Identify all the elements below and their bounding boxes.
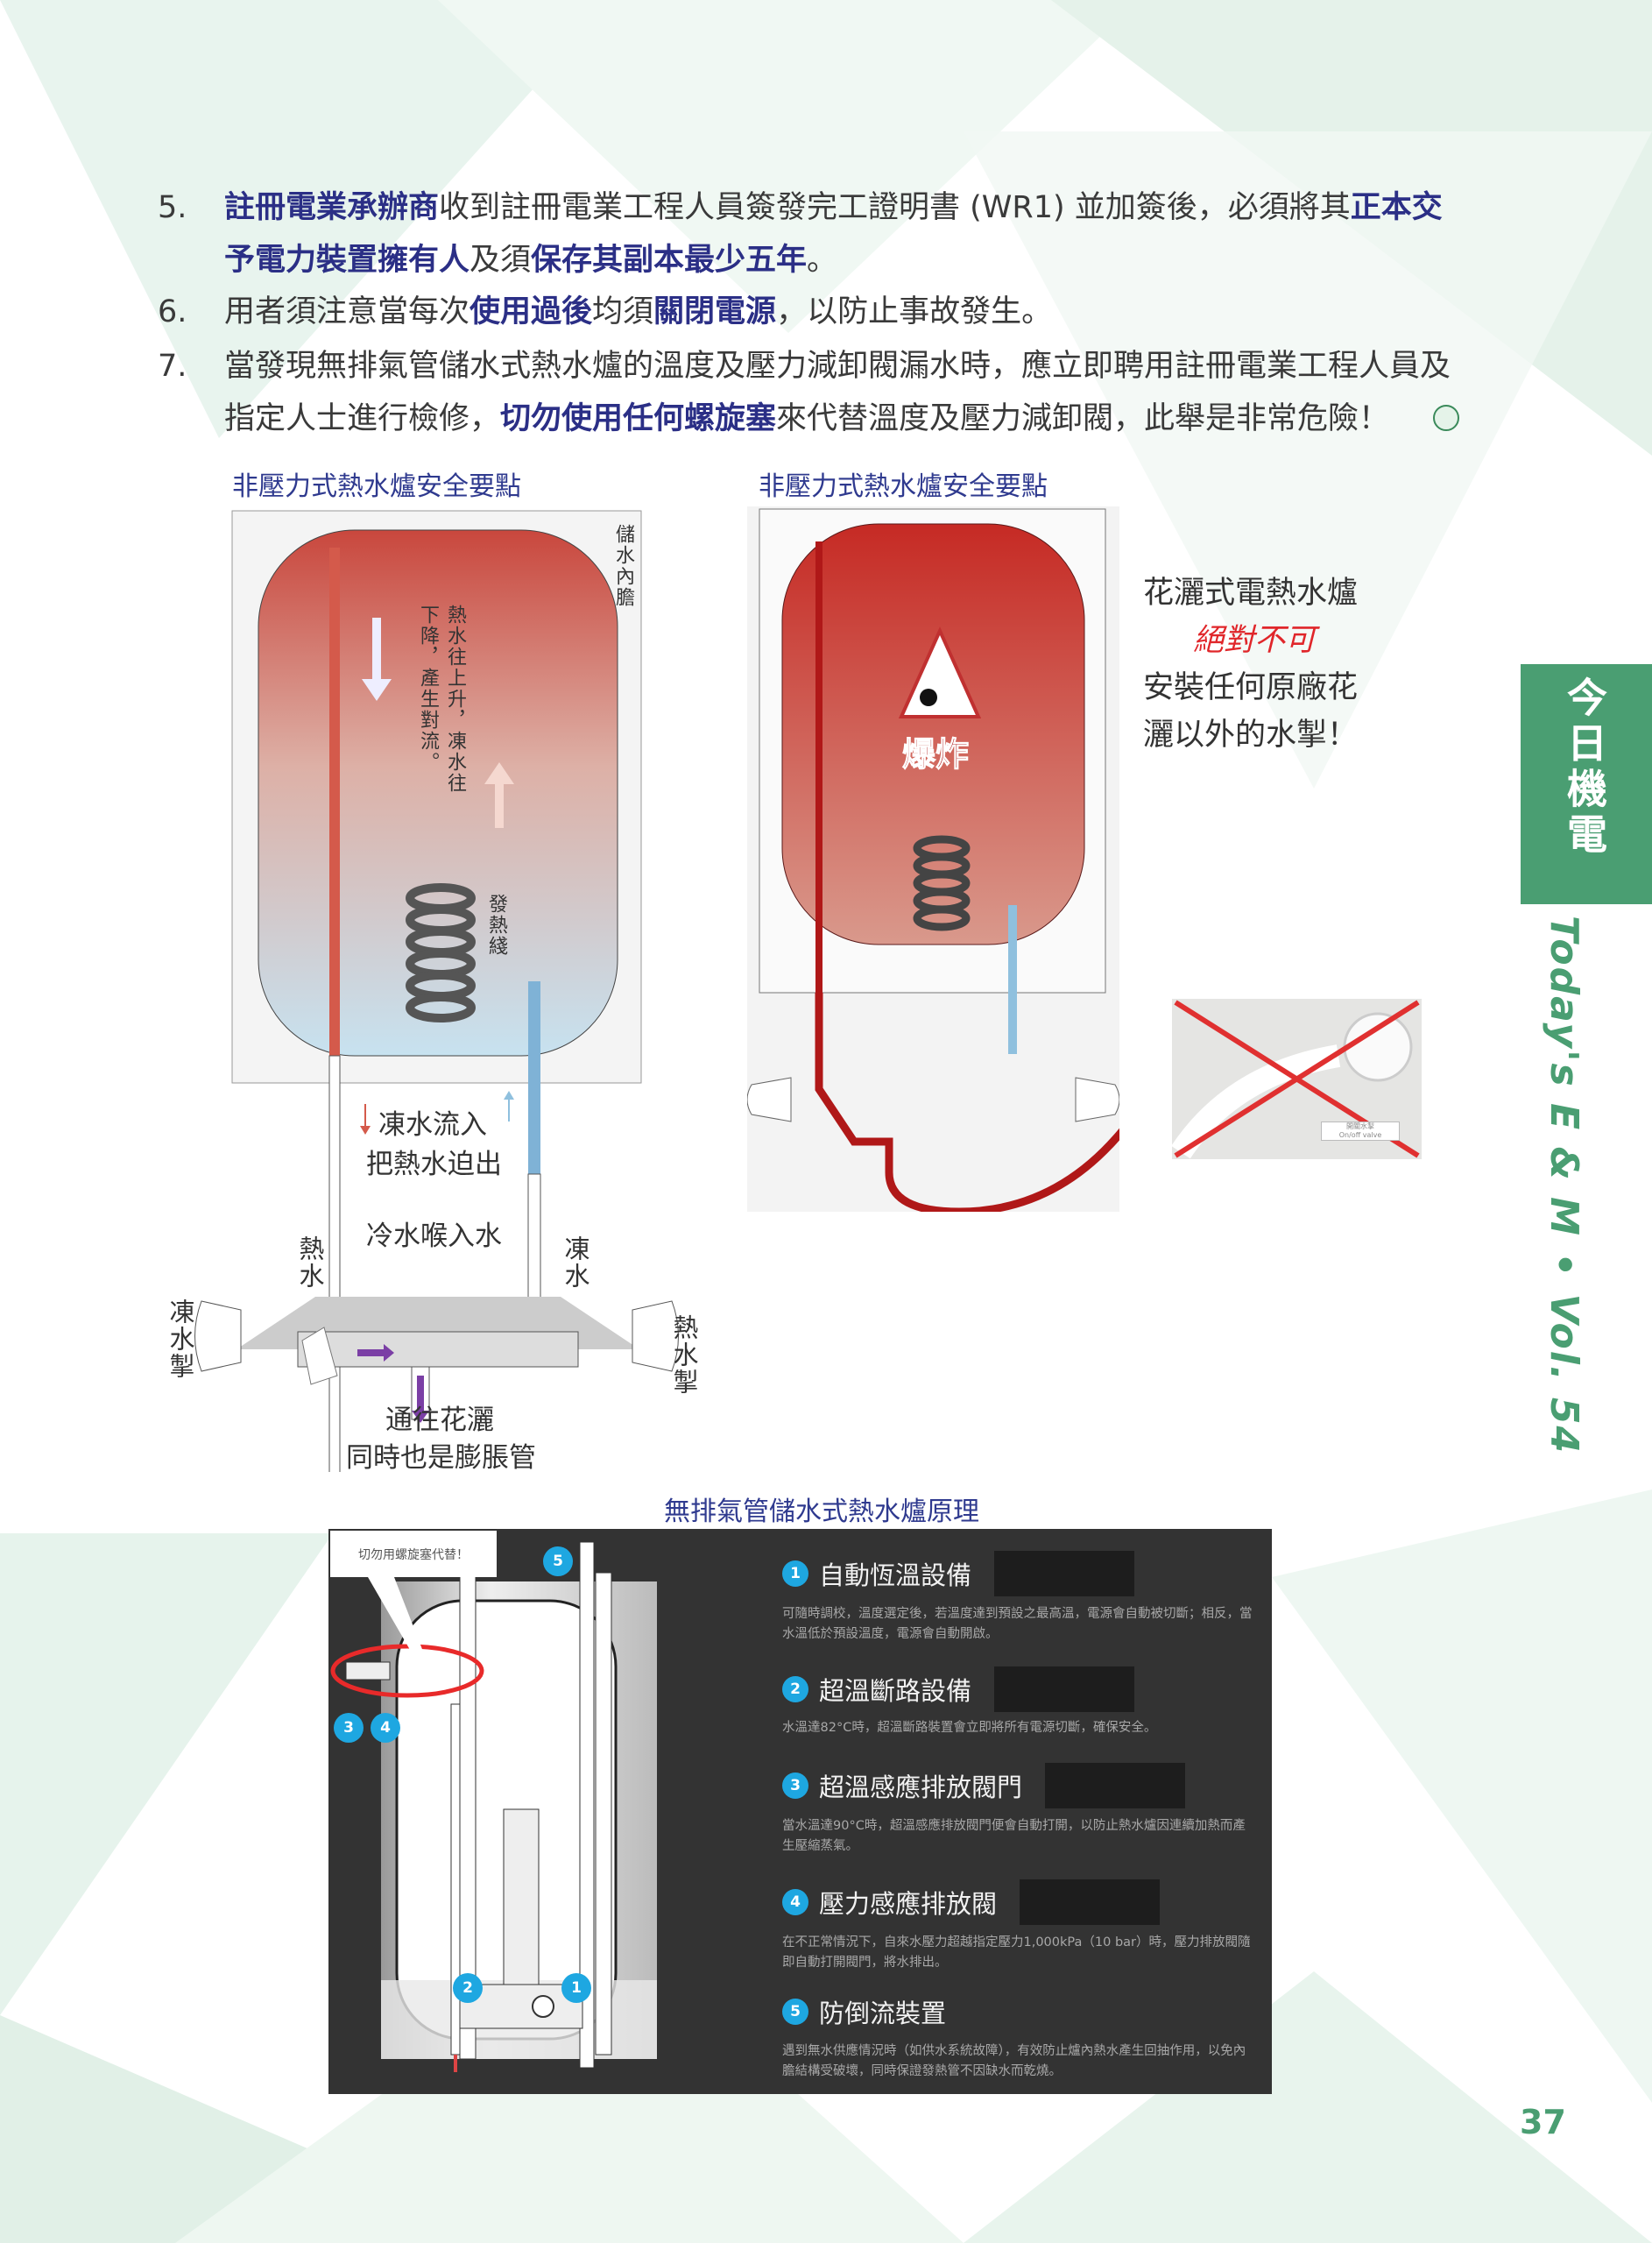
number-badge: 1 [782, 1560, 808, 1587]
body-text: 用者須注意當每次 [224, 294, 470, 329]
convection-text-2: 下降，產生對流。 [417, 605, 439, 773]
emphasis-text: 保存其副本最少五年 [531, 243, 808, 278]
redacted-box [1020, 1879, 1161, 1925]
number-badge: 3 [782, 1772, 808, 1799]
feature-title: 壓力感應排放閥 [819, 1889, 998, 1919]
right-diagram-caption: 非壓力式熱水爐安全要點 [759, 471, 1048, 502]
feature-title: 自動恆溫設備 [819, 1560, 972, 1590]
marker-3: 3 [334, 1713, 364, 1743]
number-badge: 5 [782, 1999, 808, 2025]
item-text: 當發現無排氣管儲水式熱水爐的溫度及壓力減卸閥漏水時，應立即聘用註冊電業工程人員及… [224, 340, 1468, 445]
feature-text-2: 水溫達82°C時，超溫斷路裝置會立即將所有電源切斷，確保安全。 [782, 1721, 1157, 1735]
redacted-box [994, 1551, 1135, 1596]
hot-pipe-label: 熱水 [295, 1235, 325, 1290]
magazine-tab-label: 今日機電 [1561, 676, 1608, 859]
marker-2: 2 [453, 1973, 483, 2003]
emphasis-text: 使用過後 [469, 294, 593, 329]
emphasis-text: 切勿使用任何螺旋塞 [500, 401, 777, 436]
hot-tap-label: 熱水掣 [669, 1314, 699, 1396]
valve-label-zh: 開關水掣 [1346, 1122, 1374, 1130]
feature-heading-3: 3 超溫感應排放閥門 [782, 1763, 1186, 1808]
non-pressure-heater-diagram [194, 510, 679, 1472]
emphasis-text: 正本交予電力裝置擁有人 [224, 190, 1443, 278]
number-badge: 2 [782, 1676, 808, 1702]
number-badge: 4 [782, 1889, 808, 1915]
valve-label: 開關水掣 On/off valve [1321, 1122, 1400, 1141]
emphasis-text: 註冊電業承辦商 [224, 190, 440, 225]
body-text: ，以防止事故發生。 [776, 294, 1053, 329]
feature-title: 超溫感應排放閥門 [819, 1772, 1023, 1802]
convection-text-1: 熱水往上升，凍水往 [444, 605, 466, 794]
heater-label: 發熱綫 [485, 894, 507, 957]
feature-text-5: 遇到無水供應情況時（如供水系統故障），有效防止爐內熱水產生回抽作用，以免內膽結構… [782, 2044, 1246, 2078]
emsd-logo-icon [1433, 405, 1459, 431]
body-text: 收到註冊電業工程人員簽發完工證明書 (WR1) 並加簽後，必須將其 [439, 190, 1351, 225]
feature-heading-5: 5 防倒流裝置 [782, 1993, 946, 2030]
feature-text-3: 當水溫達90°C時，超溫感應排放閥門便會自動打開，以防止熱水爐因連續加熱而產生壓… [782, 1819, 1246, 1853]
warning-text-4: 灑以外的水掣！ [1143, 718, 1359, 753]
marker-1: 1 [561, 1973, 591, 2003]
warning-text-3: 安裝任何原廠花 [1143, 670, 1359, 705]
marker-4: 4 [371, 1713, 400, 1743]
shower-head-photo: 開關水掣 On/off valve [1172, 999, 1422, 1159]
item-text: 用者須注意當每次使用過後均須關閉電源，以防止事故發生。 [224, 286, 1468, 338]
feature-text-4: 在不正常情況下，自來水壓力超越指定壓力1,000kPa（10 bar）時，壓力排… [782, 1935, 1251, 1970]
inlet-label: 冷水喉入水 [366, 1221, 502, 1252]
feature-heading-1: 1 自動恆溫設備 [782, 1551, 1135, 1596]
page-number: 37 [1520, 2103, 1566, 2141]
list-item: 5. 註冊電業承辦商收到註冊電業工程人員簽發完工證明書 (WR1) 並加簽後，必… [158, 181, 1472, 287]
body-text: 均須 [592, 294, 654, 329]
cold-pipe-label: 凍水 [561, 1235, 590, 1290]
flow-text-2: 把熱水迫出 [366, 1149, 502, 1180]
callout-warning: 切勿用螺旋塞代替！ [330, 1531, 497, 1577]
body-text: 來代替溫度及壓力減卸閥，此舉是非常危險！ [776, 401, 1390, 436]
warning-text-2: 絕對不可 [1193, 623, 1317, 658]
shower-heater-explosion-diagram [747, 506, 1119, 1212]
outlet-text-2: 同時也是膨脹管 [346, 1442, 536, 1474]
magazine-tab: 今日機電 [1521, 664, 1652, 904]
magazine-title: Today's E & M • Vol. 54 [1542, 916, 1586, 1455]
body-text: 。 [807, 243, 838, 278]
emphasis-text: 關閉電源 [653, 294, 777, 329]
left-diagram-caption: 非壓力式熱水爐安全要點 [232, 471, 521, 502]
item-number: 6. [158, 294, 187, 329]
item-number: 5. [158, 190, 187, 225]
cold-tap-label: 凍水掣 [166, 1298, 195, 1380]
list-item: 7. 當發現無排氣管儲水式熱水爐的溫度及壓力減卸閥漏水時，應立即聘用註冊電業工程… [158, 340, 1472, 445]
marker-5: 5 [543, 1546, 573, 1576]
item-number: 7. [158, 349, 187, 384]
warning-text-1: 花灑式電熱水爐 [1143, 576, 1359, 611]
outlet-text-1: 通往花灑 [385, 1405, 494, 1436]
redacted-box [1045, 1763, 1186, 1808]
feature-heading-2: 2 超溫斷路設備 [782, 1666, 1135, 1712]
principle-caption: 無排氣管儲水式熱水爐原理 [664, 1497, 979, 1527]
feature-title: 超溫斷路設備 [819, 1676, 972, 1706]
body-text: 當發現無排氣管儲水式熱水爐的溫度及壓力減卸閥漏水時，應立即聘用註冊電業工程人員及… [224, 349, 1451, 436]
principle-panel: 切勿用螺旋塞代替！ 5 3 4 2 1 1 自動恆溫設備 可隨時調校，溫度選定後，… [328, 1529, 1272, 2094]
feature-heading-4: 4 壓力感應排放閥 [782, 1879, 1161, 1925]
body-text: 及須 [469, 243, 532, 278]
valve-label-en: On/off valve [1338, 1131, 1382, 1139]
redacted-box [994, 1666, 1135, 1712]
feature-text-1: 可隨時調校，溫度選定後，若溫度達到預設之最高溫，電源會自動被切斷；相反，當水溫低… [782, 1607, 1253, 1641]
feature-title: 防倒流裝置 [819, 1999, 947, 2028]
explosion-label: 爆炸 [901, 735, 970, 775]
item-text: 註冊電業承辦商收到註冊電業工程人員簽發完工證明書 (WR1) 並加簽後，必須將其… [224, 181, 1468, 287]
flow-text-1: 凍水流入 [378, 1109, 487, 1141]
tank-label: 儲水內膽 [612, 524, 634, 608]
unvented-heater-diagram [330, 1541, 657, 2072]
shower-head-crossed-icon [1172, 1000, 1420, 1159]
